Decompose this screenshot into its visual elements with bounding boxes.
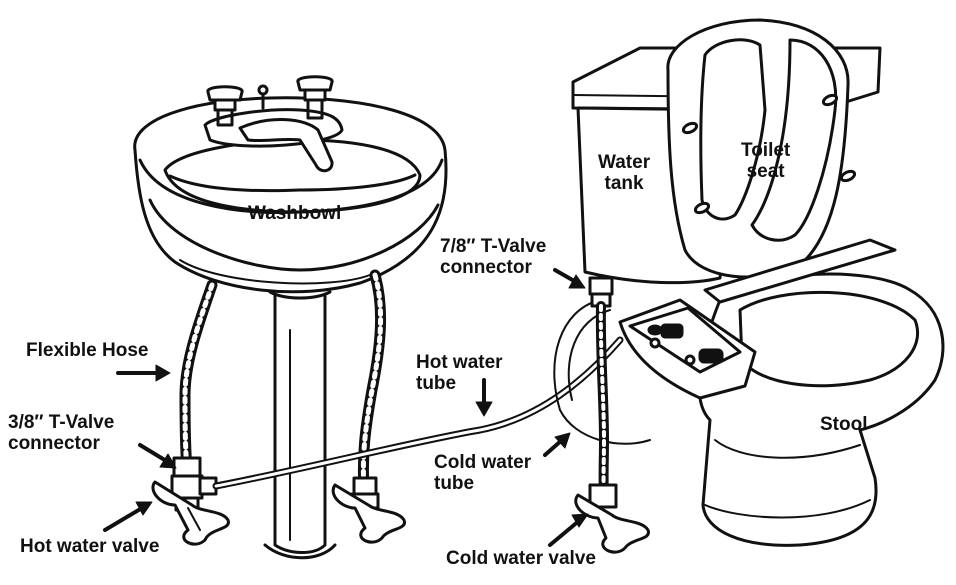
label-hot-water-valve: Hot water valve: [20, 536, 159, 557]
hot-water-valve-assembly: [153, 458, 229, 544]
label-hot-water-tube-line-2: tube: [416, 373, 503, 394]
label-seven-eighths-t-valve: 7/8″ T-Valve connector: [440, 236, 546, 278]
label-cold-water-tube: Cold water tube: [434, 452, 531, 494]
label-stool: Stool: [820, 414, 868, 435]
label-seven-eighths-t-valve-line-1: 7/8″ T-Valve: [440, 236, 546, 257]
label-water-tank-line-2: tank: [598, 173, 650, 194]
label-flexible-hose: Flexible Hose: [26, 340, 149, 361]
label-washbowl: Washbowl: [248, 203, 341, 224]
label-water-tank-line-1: Water: [598, 152, 650, 173]
label-hot-water-tube-line-1: Hot water: [416, 352, 503, 373]
label-cold-water-tube-line-2: tube: [434, 473, 531, 494]
label-three-eighths-t-valve-line-1: 3/8″ T-Valve: [8, 412, 114, 433]
label-water-tank: Water tank: [598, 152, 650, 194]
label-toilet-seat: Toilet seat: [741, 140, 790, 182]
label-hot-water-tube: Hot water tube: [416, 352, 503, 394]
label-three-eighths-t-valve: 3/8″ T-Valve connector: [8, 412, 114, 454]
label-toilet-seat-line-1: Toilet: [741, 140, 790, 161]
label-cold-water-tube-line-1: Cold water: [434, 452, 531, 473]
label-cold-water-valve: Cold water valve: [446, 548, 596, 569]
label-seven-eighths-t-valve-line-2: connector: [440, 257, 546, 278]
label-toilet-seat-line-2: seat: [741, 161, 790, 182]
label-three-eighths-t-valve-line-2: connector: [8, 433, 114, 454]
sink-cold-valve-assembly: [333, 478, 404, 542]
